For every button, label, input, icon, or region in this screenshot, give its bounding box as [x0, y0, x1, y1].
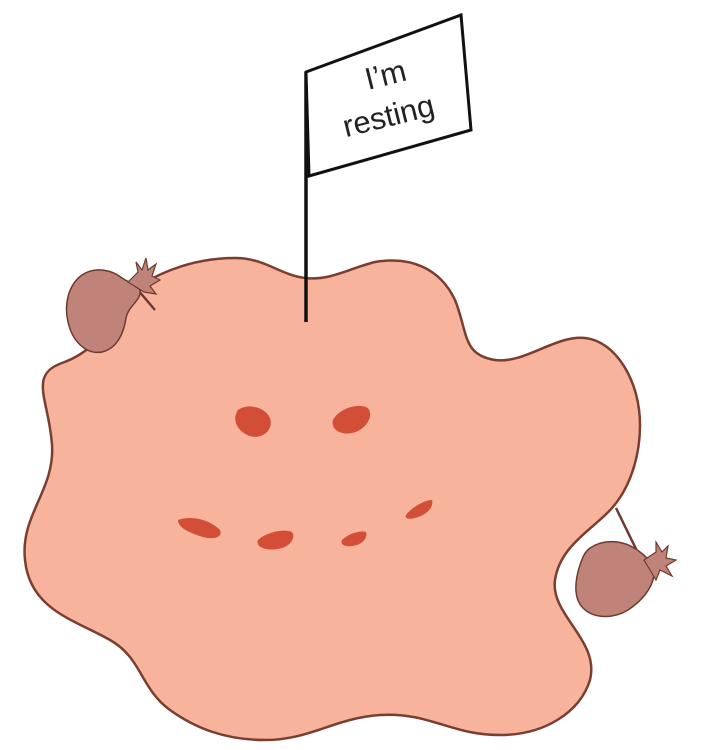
spot: [332, 405, 371, 434]
spot: [235, 406, 271, 437]
cell-body: [23, 256, 642, 742]
sac-tuft: [643, 539, 678, 582]
flag-panel: [304, 12, 473, 178]
flag: I’m resting: [304, 12, 473, 178]
sac-tuft: [127, 257, 162, 295]
sac-body: [65, 269, 141, 354]
spot: [405, 500, 433, 519]
sac-body: [575, 540, 655, 618]
sac-stalk: [614, 507, 640, 554]
spot: [341, 531, 367, 547]
sac-lower-right: [575, 507, 678, 618]
spot: [257, 530, 294, 550]
spot: [178, 518, 221, 539]
sac-upper-left: [65, 257, 162, 354]
